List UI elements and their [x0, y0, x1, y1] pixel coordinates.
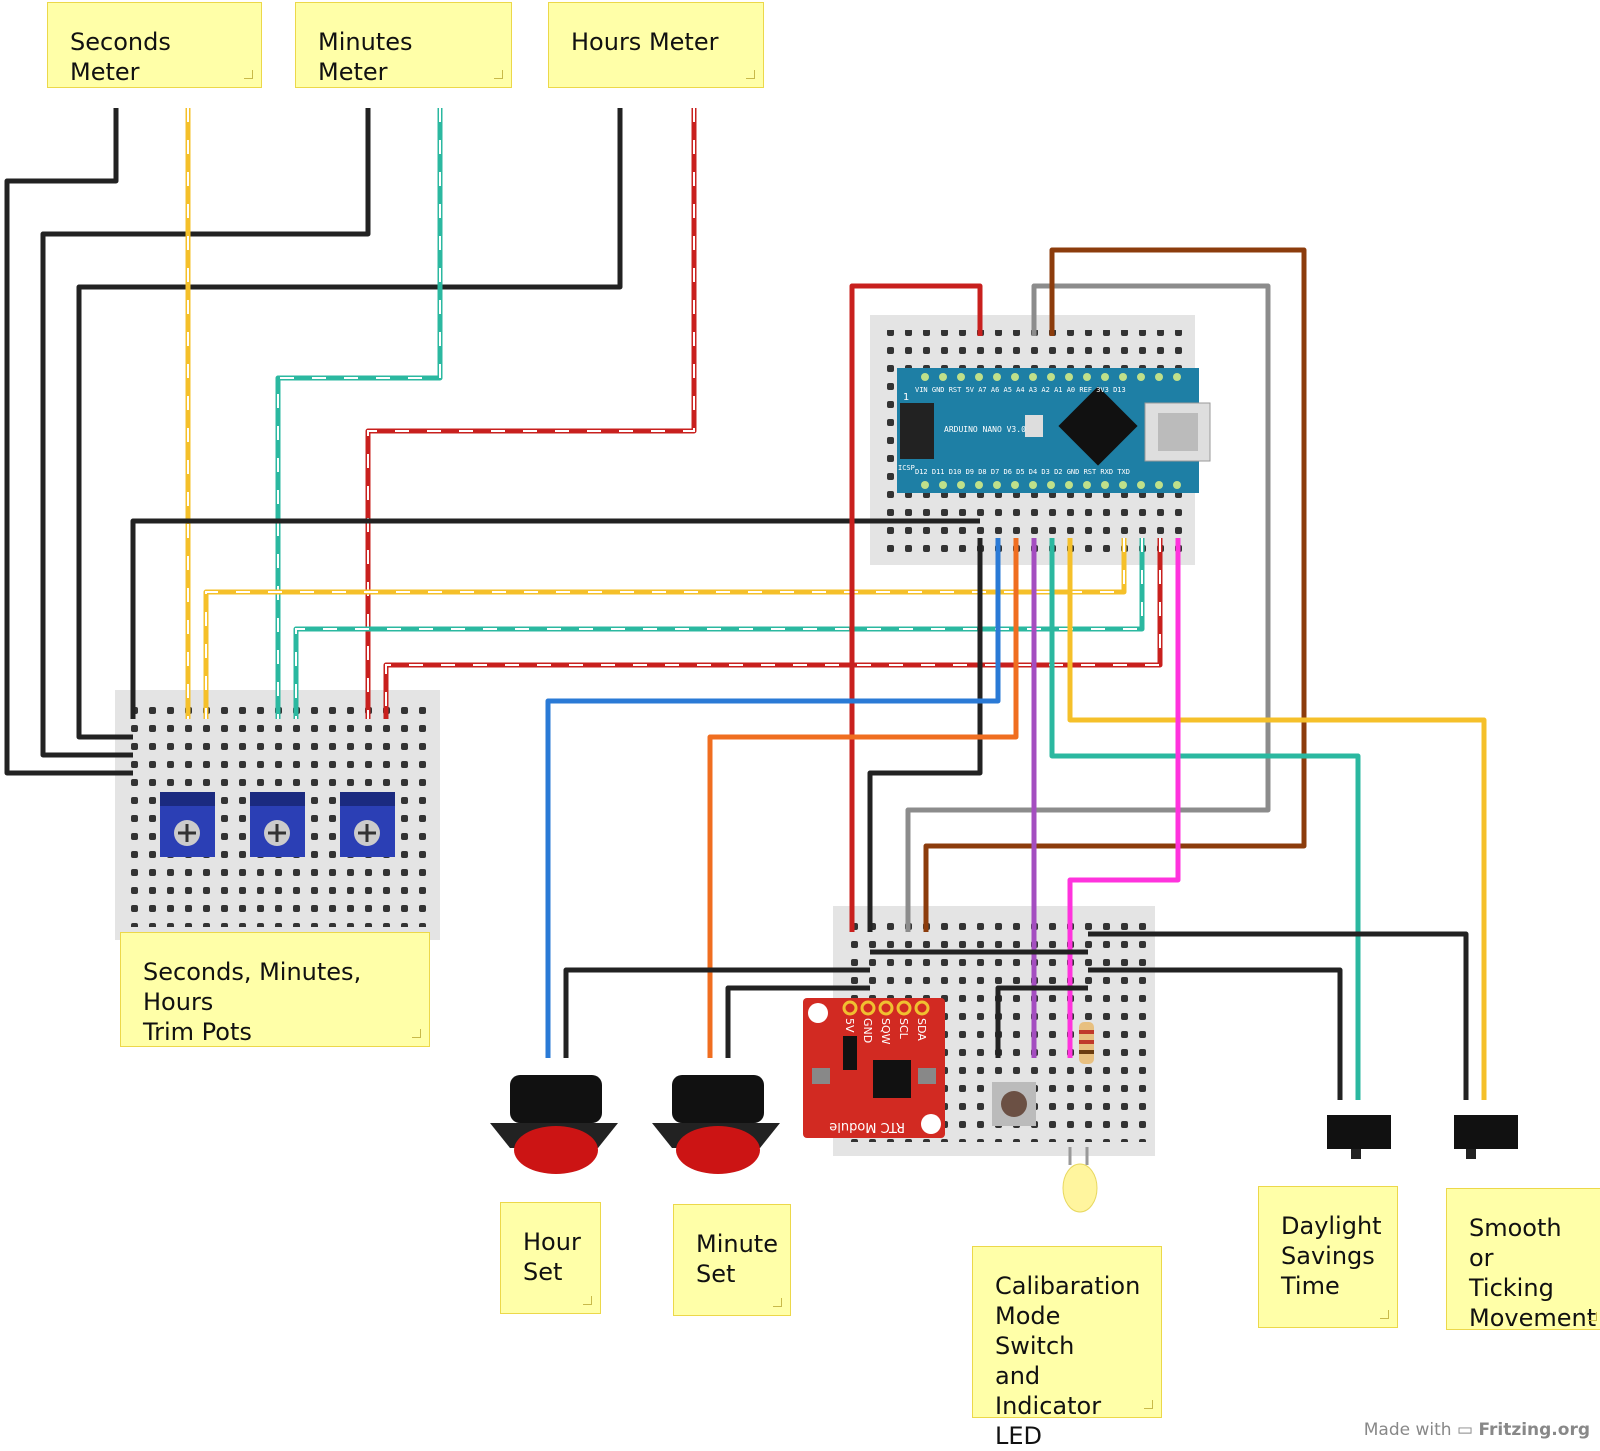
trim-pot-minutes	[250, 792, 305, 857]
rtc-pin-label: SQW	[879, 1018, 892, 1045]
wire-d12-magenta	[1067, 538, 1181, 1058]
fritzing-credit: Made with ▭ Fritzing.org	[1364, 1420, 1590, 1440]
wire-gray	[905, 283, 1271, 932]
wire-5v-red	[849, 283, 983, 932]
nano-pin-bottom-9	[1065, 481, 1073, 489]
wire-gnd-to-pots	[130, 518, 980, 719]
nano-pin-bottom-12	[1119, 481, 1127, 489]
credit-prefix: Made with	[1363, 1420, 1452, 1440]
rtc-pin-label: SCL	[897, 1018, 910, 1040]
wire-d6-teal-dst	[1049, 538, 1361, 1100]
credit-brand: Fritzing.org	[1478, 1420, 1590, 1440]
nano-pin-bottom-14	[1155, 481, 1163, 489]
nano-pin-bottom-1	[921, 481, 929, 489]
nano-pin-bottom-2	[939, 481, 947, 489]
wires	[4, 108, 1487, 1100]
wire-minutes-meter-black	[40, 108, 371, 758]
wire-smooth-gnd	[1088, 931, 1469, 1100]
fritzing-logo-icon: ▭	[1456, 1420, 1474, 1440]
wire-d4-orange	[707, 538, 1019, 1058]
nano-pin-top-15	[1173, 373, 1181, 381]
note-hours-meter: Hours Meter	[548, 2, 764, 88]
wire-d7-yellow-smooth	[1067, 538, 1487, 1100]
nano-pin-bottom-13	[1137, 481, 1145, 489]
nano-pin-bottom-4	[975, 481, 983, 489]
rtc-module: 5V GND SQW SCL SDA RTC Module	[803, 998, 945, 1138]
arduino-top-pins: D12 D11 D10 D9 D8 D7 D6 D5 D4 D3 D2 GND …	[915, 468, 1130, 476]
arduino-nano: D12 D11 D10 D9 D8 D7 D6 D5 D4 D3 D2 GND …	[897, 368, 1211, 493]
nano-pin-top-4	[975, 373, 983, 381]
wire-brown	[923, 247, 1307, 932]
arduino-pin1-label: 1	[903, 392, 909, 403]
note-calibration: Calibaration Mode Switch and Indicator L…	[972, 1246, 1162, 1450]
wire-d10-to-pot-minutes-stripe	[295, 538, 1143, 719]
nano-pin-top-1	[921, 373, 929, 381]
rtc-title: RTC Module	[829, 1119, 905, 1134]
wire-d9-to-pot-seconds-stripe	[205, 538, 1125, 719]
nano-pin-bottom-11	[1101, 481, 1109, 489]
resistor	[1079, 1022, 1094, 1064]
trim-pot-seconds	[160, 792, 215, 857]
rtc-pin-label: 5V	[843, 1018, 856, 1033]
rtc-pin-5v	[842, 1000, 858, 1016]
nano-pin-top-7	[1029, 373, 1037, 381]
wire-d11-to-pot-hours-stripe	[385, 538, 1161, 719]
arduino-brand: ARDUINO NANO V3.0	[944, 425, 1026, 434]
note-minute-set: Minute Set	[673, 1204, 791, 1316]
wire-minute-button-gnd	[725, 985, 870, 1058]
trim-pot-hours	[340, 792, 395, 857]
nano-pin-bottom-8	[1047, 481, 1055, 489]
minute-set-button[interactable]	[652, 1075, 780, 1174]
rtc-pin-label: GND	[861, 1018, 874, 1043]
nano-pin-top-10	[1083, 373, 1091, 381]
trim-pots	[160, 792, 395, 857]
nano-pin-bottom-7	[1029, 481, 1037, 489]
wire-hours-meter-red-stripe	[367, 108, 695, 719]
rtc-pin-label: SDA	[915, 1018, 928, 1041]
note-smooth: Smooth or Ticking Movement	[1446, 1188, 1600, 1332]
wire-hour-button-gnd	[563, 967, 870, 1058]
nano-pin-top-3	[957, 373, 965, 381]
hour-set-button[interactable]	[490, 1075, 618, 1174]
arduino-bottom-pins: VIN GND RST 5V A7 A6 A5 A4 A3 A2 A1 A0 R…	[915, 386, 1126, 394]
nano-pin-bottom-15	[1173, 481, 1181, 489]
nano-pin-top-5	[993, 373, 1001, 381]
nano-pin-top-14	[1155, 373, 1163, 381]
wire-switch-gnd	[995, 985, 1088, 1058]
indicator-led	[1062, 1147, 1098, 1213]
nano-pin-bottom-3	[957, 481, 965, 489]
wire-hours-meter-black	[76, 108, 623, 740]
note-dst: Daylight Savings Time	[1258, 1186, 1398, 1328]
wire-gnd-black-bottom	[867, 538, 983, 932]
note-minutes-meter: Minutes Meter	[295, 2, 512, 88]
arduino-icsp-label: ICSP	[898, 464, 915, 472]
nano-pin-top-9	[1065, 373, 1073, 381]
nano-pin-top-13	[1137, 373, 1145, 381]
note-trim-pots: Seconds, Minutes, Hours Trim Pots	[120, 932, 430, 1047]
nano-pin-top-2	[939, 373, 947, 381]
nano-pin-bottom-6	[1011, 481, 1019, 489]
note-hour-set: Hour Set	[500, 1202, 601, 1314]
nano-pin-top-6	[1011, 373, 1019, 381]
rtc-pin-gnd	[860, 1000, 876, 1016]
smooth-slide-switch[interactable]	[1454, 1115, 1518, 1159]
nano-pin-top-8	[1047, 373, 1055, 381]
calibration-tact-switch[interactable]	[992, 1082, 1036, 1126]
rtc-pin-scl	[896, 1000, 912, 1016]
wire-dst-gnd	[1088, 967, 1343, 1100]
nano-pin-top-11	[1101, 373, 1109, 381]
wire-minutes-meter-teal-stripe	[277, 108, 441, 719]
dst-slide-switch[interactable]	[1327, 1115, 1391, 1159]
rtc-pin-sqw	[878, 1000, 894, 1016]
wire-seconds-meter-black	[4, 108, 133, 776]
nano-pin-top-12	[1119, 373, 1127, 381]
nano-pin-bottom-10	[1083, 481, 1091, 489]
rtc-pin-sda	[914, 1000, 930, 1016]
nano-pin-bottom-5	[993, 481, 1001, 489]
wire-d3-blue	[545, 538, 1001, 1058]
note-seconds-meter: Seconds Meter	[47, 2, 262, 88]
